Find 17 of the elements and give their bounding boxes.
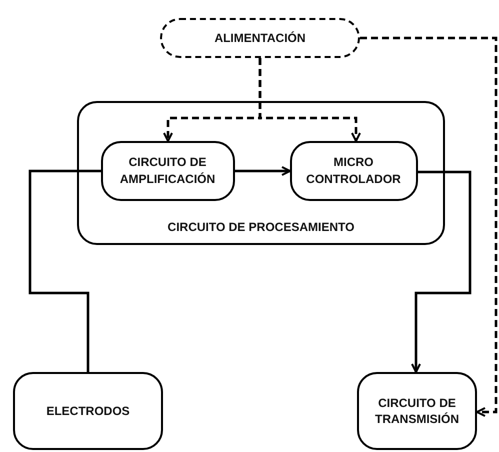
arrow xyxy=(258,58,361,142)
box-label: ELECTRODOS xyxy=(46,402,130,420)
process-box xyxy=(100,140,234,200)
process-box xyxy=(357,372,477,450)
arrow xyxy=(360,36,498,417)
group-box xyxy=(77,101,445,245)
box-label: CIRCUITO DE AMPLIFICACIÓN xyxy=(118,154,216,187)
box-label: ALIMENTACIÓN xyxy=(214,30,306,46)
process-box xyxy=(160,18,360,58)
process-box xyxy=(13,372,163,450)
arrow xyxy=(411,170,472,373)
group-label: CIRCUITO DE PROCESAMIENTO xyxy=(168,218,354,235)
process-box xyxy=(290,140,418,200)
connector-line xyxy=(28,170,101,372)
box-label: MICRO CONTROLADOR xyxy=(305,154,402,187)
arrow xyxy=(235,166,291,176)
box-label: CIRCUITO DE TRANSMISIÓN xyxy=(374,394,460,428)
